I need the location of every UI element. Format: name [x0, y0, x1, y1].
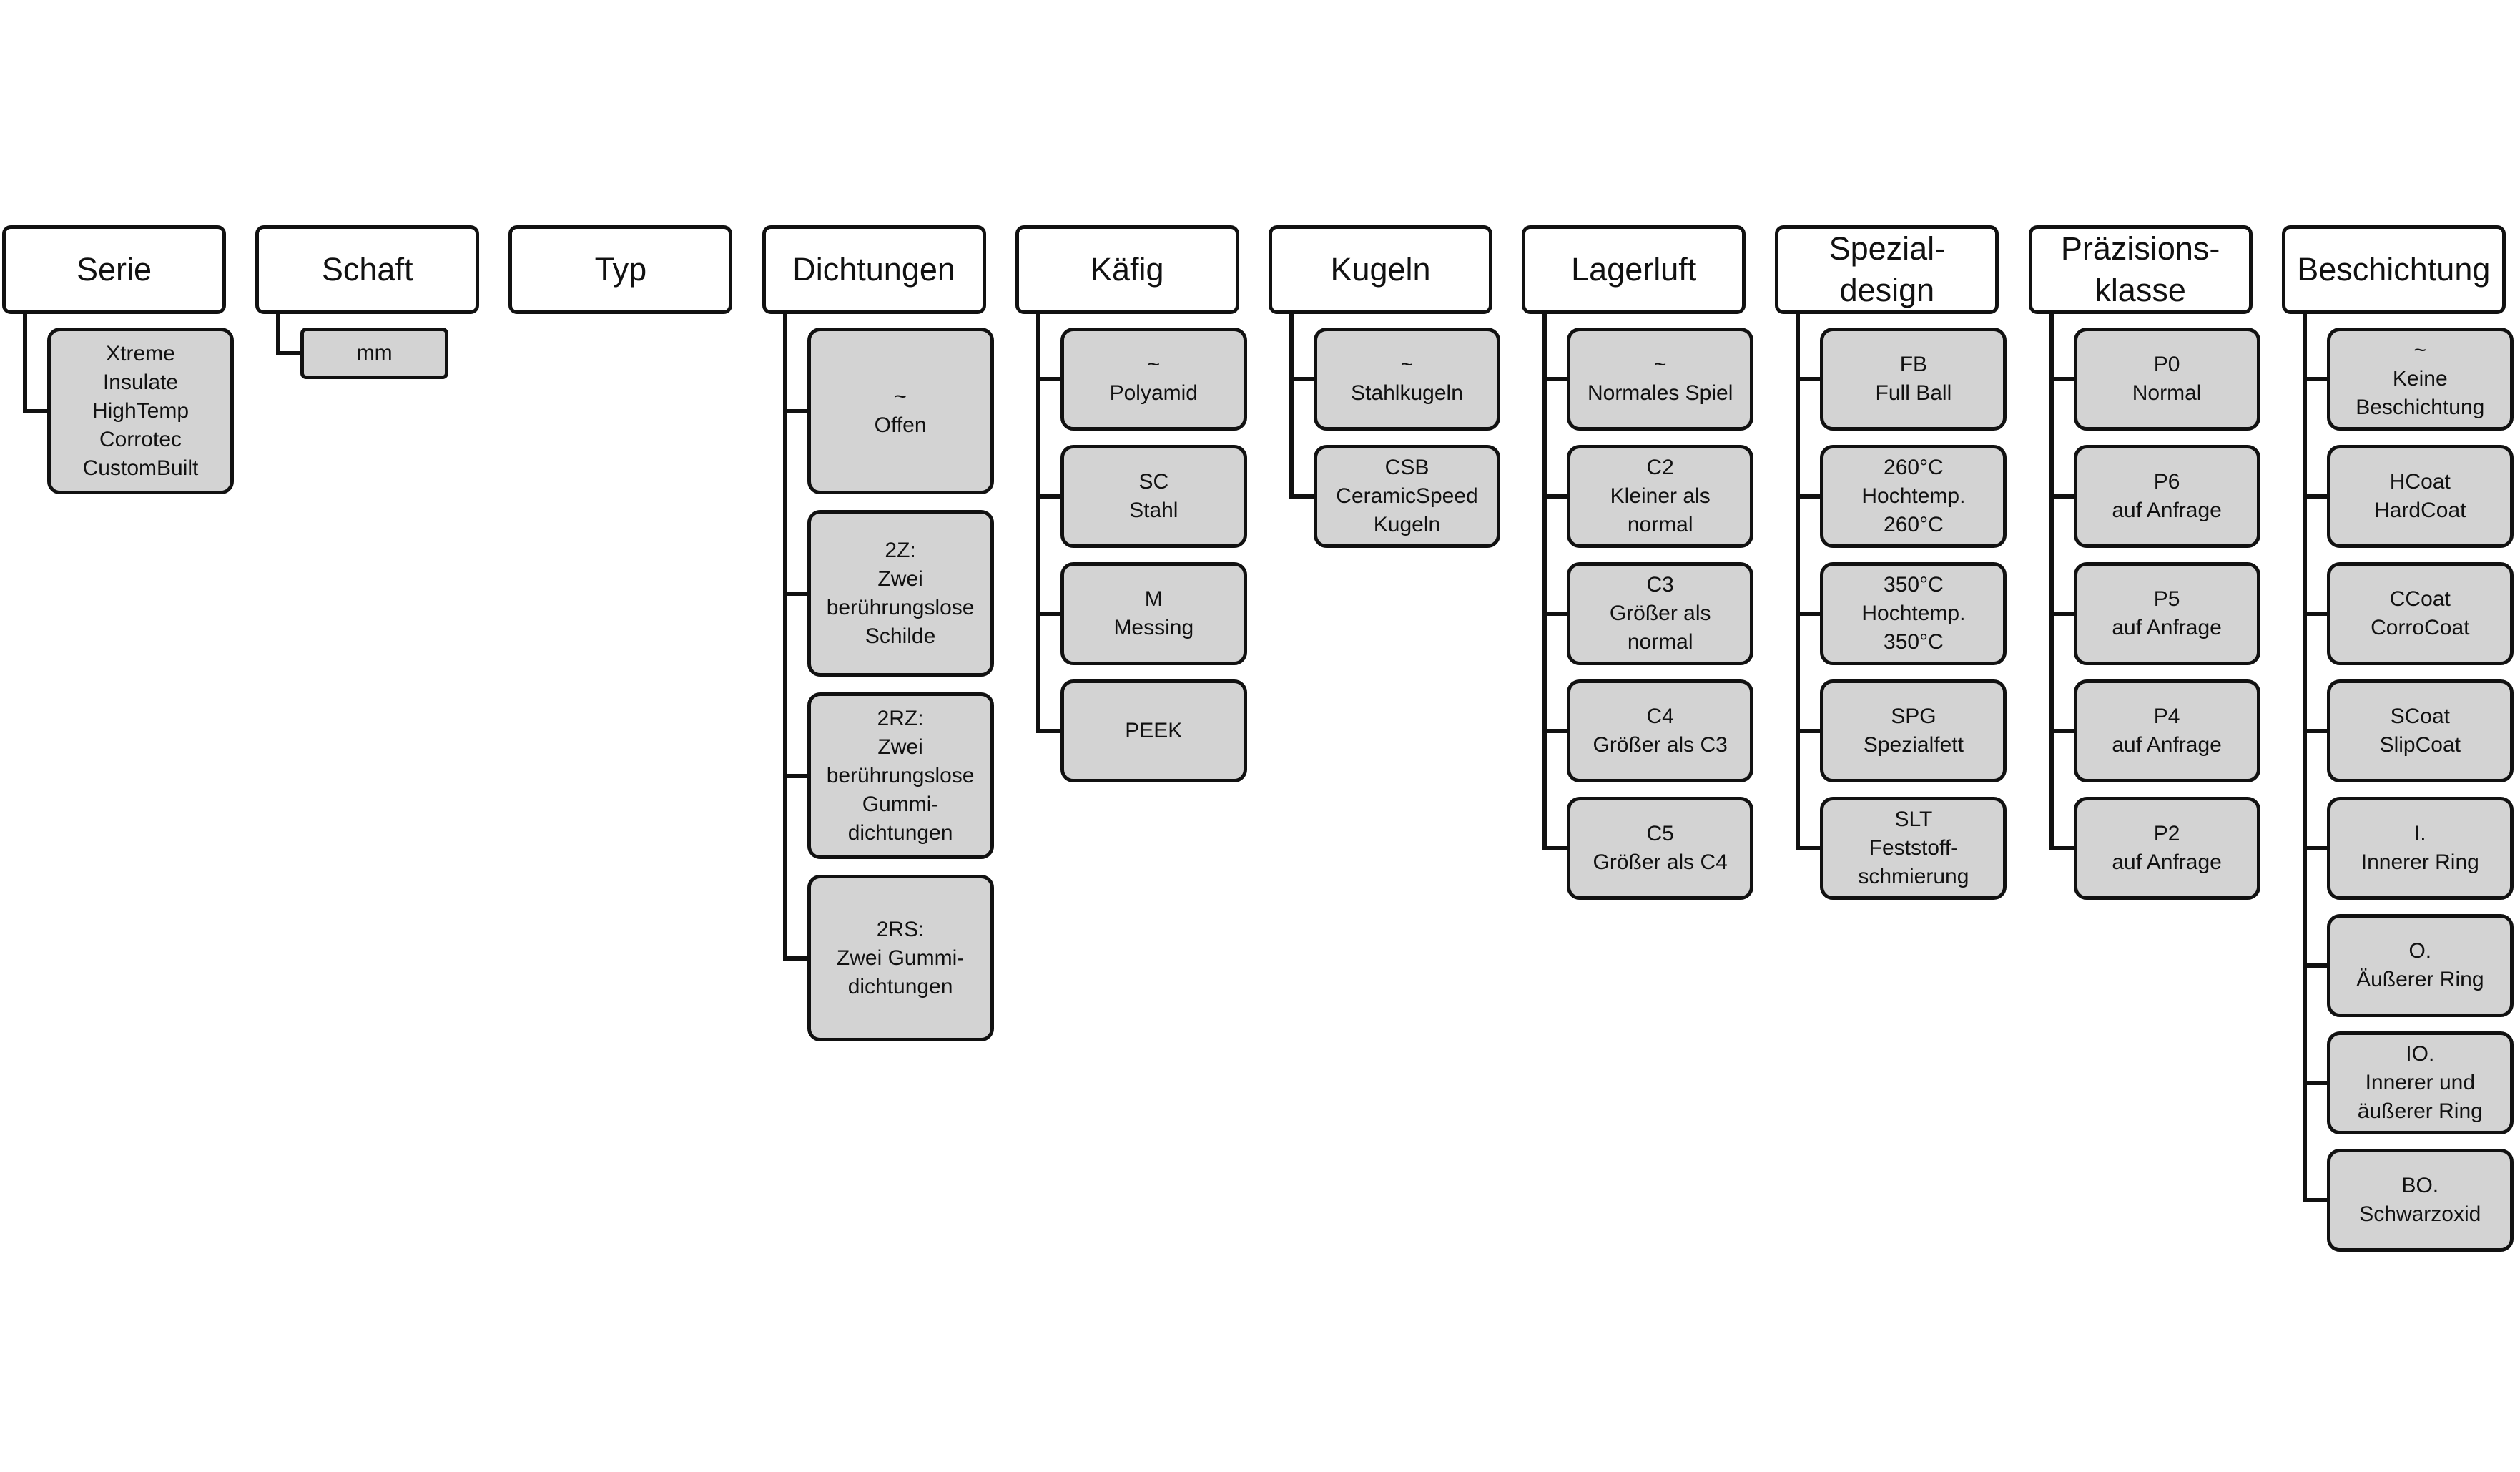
option-box: 350°C Hochtemp. 350°C — [1820, 562, 2007, 665]
connector-horizontal — [23, 408, 47, 413]
connector-horizontal — [1542, 377, 1567, 381]
connector-vertical — [1289, 312, 1294, 499]
connector-horizontal — [1796, 377, 1821, 381]
column-header-6: Lagerluft — [1522, 225, 1746, 314]
option-box: C3 Größer als normal — [1567, 562, 1754, 665]
option-box: SPG Spezialfett — [1820, 679, 2007, 782]
option-box: ~ Offen — [807, 328, 994, 494]
connector-horizontal — [1796, 846, 1821, 850]
option-box: P2 auf Anfrage — [2073, 797, 2260, 900]
connector-horizontal — [2049, 729, 2074, 733]
connector-horizontal — [1035, 612, 1060, 616]
connector-vertical — [2049, 312, 2054, 850]
option-box: PEEK — [1060, 679, 1247, 782]
connector-horizontal — [276, 351, 301, 355]
connector-horizontal — [1035, 377, 1060, 381]
option-box: 2RS: Zwei Gummi- dichtungen — [807, 875, 994, 1041]
option-box: Xtreme Insulate HighTemp Corrotec Custom… — [47, 328, 234, 494]
connector-horizontal — [782, 956, 807, 961]
option-box: BO. Schwarzoxid — [2326, 1149, 2514, 1252]
connector-horizontal — [782, 773, 807, 778]
connector-horizontal — [1542, 729, 1567, 733]
option-box: CCoat CorroCoat — [2326, 562, 2514, 665]
connector-vertical — [2302, 312, 2307, 1202]
option-box: SCoat SlipCoat — [2326, 679, 2514, 782]
option-box: C4 Größer als C3 — [1567, 679, 1754, 782]
option-box: P6 auf Anfrage — [2073, 445, 2260, 548]
connector-horizontal — [2302, 1081, 2327, 1085]
option-box: O. Äußerer Ring — [2326, 914, 2514, 1017]
connector-horizontal — [2049, 377, 2074, 381]
option-box: P4 auf Anfrage — [2073, 679, 2260, 782]
connector-horizontal — [2049, 494, 2074, 499]
column-header-2: Typ — [508, 225, 733, 314]
option-box: 2Z: Zwei berührungslose Schilde — [807, 510, 994, 677]
connector-horizontal — [2302, 377, 2327, 381]
connector-horizontal — [782, 591, 807, 596]
connector-horizontal — [1289, 494, 1314, 499]
connector-vertical — [23, 312, 27, 413]
connector-horizontal — [1796, 729, 1821, 733]
connector-horizontal — [782, 408, 807, 413]
option-box: P0 Normal — [2073, 328, 2260, 431]
column-header-5: Kugeln — [1269, 225, 1492, 314]
option-box: ~ Normales Spiel — [1567, 328, 1754, 431]
connector-horizontal — [2302, 612, 2327, 616]
connector-horizontal — [1035, 494, 1060, 499]
connector-horizontal — [2302, 963, 2327, 968]
connector-horizontal — [1035, 729, 1060, 733]
connector-horizontal — [2049, 846, 2074, 850]
option-box: SC Stahl — [1060, 445, 1247, 548]
connector-horizontal — [1289, 377, 1314, 381]
option-box: C2 Kleiner als normal — [1567, 445, 1754, 548]
connector-horizontal — [1542, 494, 1567, 499]
connector-horizontal — [1796, 494, 1821, 499]
connector-vertical — [1796, 312, 1801, 850]
column-header-8: Präzisions- klasse — [2028, 225, 2253, 314]
column-header-9: Beschichtung — [2281, 225, 2506, 314]
connector-vertical — [1035, 312, 1040, 733]
option-box: C5 Größer als C4 — [1567, 797, 1754, 900]
connector-horizontal — [2302, 846, 2327, 850]
connector-vertical — [1542, 312, 1547, 850]
option-box: M Messing — [1060, 562, 1247, 665]
connector-horizontal — [2302, 494, 2327, 499]
column-header-1: Schaft — [255, 225, 480, 314]
option-box: 260°C Hochtemp. 260°C — [1820, 445, 2007, 548]
connector-horizontal — [2049, 612, 2074, 616]
connector-vertical — [276, 312, 281, 355]
option-box: FB Full Ball — [1820, 328, 2007, 431]
connector-vertical — [782, 312, 787, 961]
connector-horizontal — [2302, 1198, 2327, 1202]
option-box: SLT Feststoff- schmierung — [1820, 797, 2007, 900]
connector-horizontal — [1796, 612, 1821, 616]
option-box: P5 auf Anfrage — [2073, 562, 2260, 665]
connector-horizontal — [1542, 846, 1567, 850]
column-header-4: Käfig — [1015, 225, 1239, 314]
option-box: mm — [300, 328, 449, 379]
column-header-3: Dichtungen — [762, 225, 986, 314]
option-box: ~ Stahlkugeln — [1314, 328, 1500, 431]
column-header-0: Serie — [2, 225, 226, 314]
column-header-7: Spezial- design — [1775, 225, 1999, 314]
connector-horizontal — [2302, 729, 2327, 733]
option-box: IO. Innerer und äußerer Ring — [2326, 1031, 2514, 1134]
option-box: 2RZ: Zwei berührungslose Gummi- dichtung… — [807, 692, 994, 859]
option-box: ~ Keine Beschichtung — [2326, 328, 2514, 431]
option-box: HCoat HardCoat — [2326, 445, 2514, 548]
option-box: CSB CeramicSpeed Kugeln — [1314, 445, 1500, 548]
option-box: I. Innerer Ring — [2326, 797, 2514, 900]
connector-horizontal — [1542, 612, 1567, 616]
option-box: ~ Polyamid — [1060, 328, 1247, 431]
